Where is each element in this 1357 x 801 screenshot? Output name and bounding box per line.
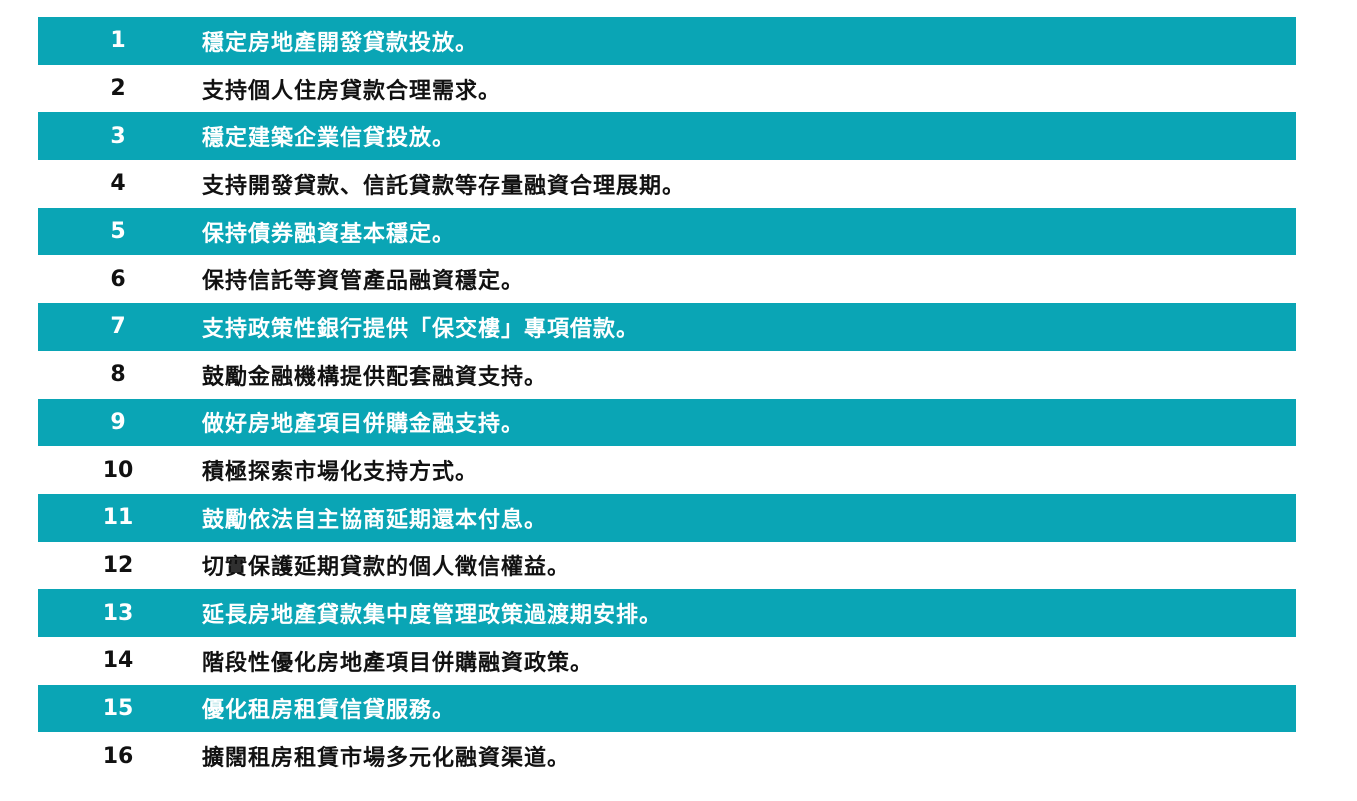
item-number: 9 xyxy=(110,409,126,435)
item-text: 鼓勵依法自主協商延期還本付息。 xyxy=(202,507,548,533)
item-number: 5 xyxy=(110,219,126,245)
list-item: 2 支持個人住房貸款合理需求。 xyxy=(38,65,1296,113)
item-number: 1 xyxy=(110,28,126,54)
item-number: 7 xyxy=(110,314,126,340)
item-text: 保持債券融資基本穩定。 xyxy=(202,221,456,247)
item-text: 保持信託等資管產品融資穩定。 xyxy=(202,269,525,295)
list-item: 8 鼓勵金融機構提供配套融資支持。 xyxy=(38,351,1296,399)
item-text: 階段性優化房地產項目併購融資政策。 xyxy=(202,650,594,676)
item-text: 鼓勵金融機構提供配套融資支持。 xyxy=(202,364,548,390)
item-number: 6 xyxy=(110,266,126,292)
list-item: 1 穩定房地產開發貸款投放。 xyxy=(38,17,1296,65)
item-text: 優化租房租賃信貸服務。 xyxy=(202,698,456,724)
item-text: 擴闊租房租賃市場多元化融資渠道。 xyxy=(202,746,571,772)
item-number: 8 xyxy=(110,362,126,388)
item-text: 支持開發貸款、信託貸款等存量融資合理展期。 xyxy=(202,173,686,199)
item-number: 3 xyxy=(110,123,126,149)
item-text: 支持個人住房貸款合理需求。 xyxy=(202,78,502,104)
item-number: 14 xyxy=(102,648,134,674)
list-item: 4 支持開發貸款、信託貸款等存量融資合理展期。 xyxy=(38,160,1296,208)
item-number: 15 xyxy=(102,695,134,721)
list-item: 3 穩定建築企業信貸投放。 xyxy=(38,112,1296,161)
item-number: 13 xyxy=(102,600,134,626)
item-text: 做好房地產項目併購金融支持。 xyxy=(202,412,525,438)
measures-list: 1 穩定房地產開發貸款投放。 2 支持個人住房貸款合理需求。 3 穩定建築企業信… xyxy=(38,17,1296,780)
list-item: 12 切實保護延期貸款的個人徵信權益。 xyxy=(38,542,1296,590)
item-number: 2 xyxy=(110,76,126,102)
list-item: 7 支持政策性銀行提供「保交樓」專項借款。 xyxy=(38,303,1296,351)
item-number: 11 xyxy=(102,505,134,531)
list-item: 13 延長房地產貸款集中度管理政策過渡期安排。 xyxy=(38,589,1296,637)
item-text: 切實保護延期貸款的個人徵信權益。 xyxy=(202,555,571,581)
item-number: 10 xyxy=(102,457,134,483)
item-number: 12 xyxy=(102,552,134,578)
item-number: 16 xyxy=(102,743,134,769)
list-item: 5 保持債券融資基本穩定。 xyxy=(38,207,1296,256)
item-number: 4 xyxy=(110,171,126,197)
item-text: 穩定房地產開發貸款投放。 xyxy=(202,30,479,56)
list-item: 6 保持信託等資管產品融資穩定。 xyxy=(38,255,1296,303)
item-text: 延長房地產貸款集中度管理政策過渡期安排。 xyxy=(202,603,663,629)
list-item: 10 積極探索市場化支持方式。 xyxy=(38,446,1296,494)
item-text: 積極探索市場化支持方式。 xyxy=(202,460,479,486)
list-item: 15 優化租房租賃信貸服務。 xyxy=(38,684,1296,733)
list-item: 11 鼓勵依法自主協商延期還本付息。 xyxy=(38,493,1296,542)
item-text: 穩定建築企業信貸投放。 xyxy=(202,126,456,152)
item-text: 支持政策性銀行提供「保交樓」專項借款。 xyxy=(202,316,640,342)
list-item: 9 做好房地產項目併購金融支持。 xyxy=(38,398,1296,447)
list-item: 16 擴闊租房租賃市場多元化融資渠道。 xyxy=(38,732,1296,780)
list-item: 14 階段性優化房地產項目併購融資政策。 xyxy=(38,637,1296,685)
